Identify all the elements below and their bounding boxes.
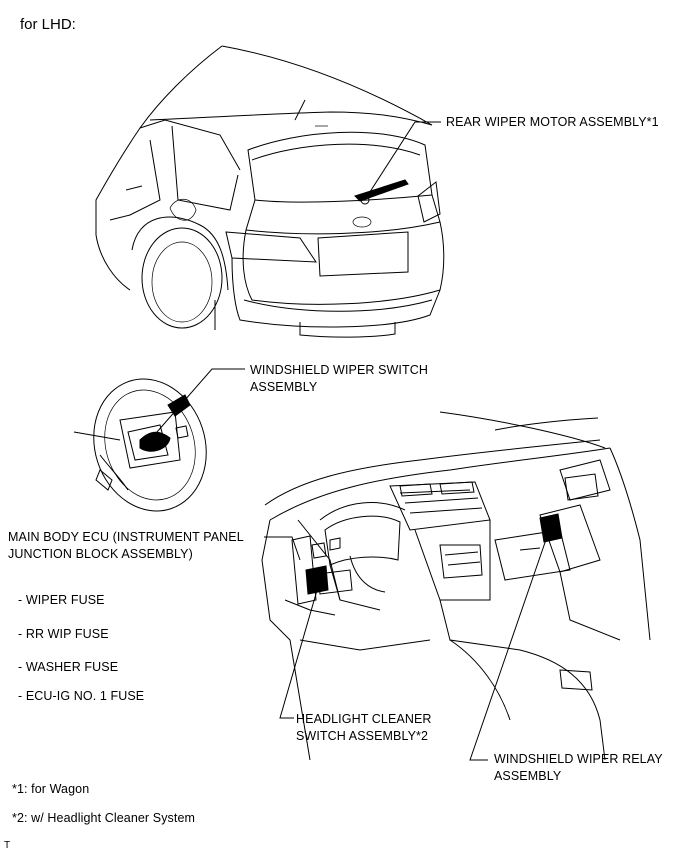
fuse-item: - WIPER FUSE [18,593,105,607]
leader-main-body-ecu [264,536,301,561]
label-windshield-wiper-switch-line1: WINDSHIELD WIPER SWITCH [250,363,428,377]
fuse-item: - RR WIP FUSE [18,627,109,641]
steering-wheel-illustration [73,378,207,512]
label-main-body-ecu-line2: JUNCTION BLOCK ASSEMBLY) [8,547,193,561]
fuse-item: - WASHER FUSE [18,660,119,674]
fuse-item: - ECU-IG NO. 1 FUSE [18,689,145,703]
leader-windshield-wiper-switch [149,368,245,441]
rear-car-illustration [95,45,445,338]
page-header: for LHD: [20,16,76,33]
leader-wiper-relay [469,527,551,761]
label-headlight-cleaner-line1: HEADLIGHT CLEANER [296,712,432,726]
footnote: *2: w/ Headlight Cleaner System [12,811,196,825]
leader-lines [149,121,551,761]
instrument-panel-illustration [261,411,651,761]
leader-rear-wiper-motor [365,121,441,199]
label-windshield-wiper-switch-line2: ASSEMBLY [250,380,318,394]
label-wiper-relay-line2: ASSEMBLY [494,769,562,783]
label-wiper-relay-line1: WINDSHIELD WIPER RELAY [494,752,663,766]
label-main-body-ecu-line1: MAIN BODY ECU (INSTRUMENT PANEL [8,530,244,544]
footnote: *1: for Wagon [12,782,90,796]
label-rear-wiper-motor: REAR WIPER MOTOR ASSEMBLY*1 [446,115,659,129]
leader-headlight-cleaner-switch [279,579,321,719]
corner-mark: T [4,840,11,851]
label-headlight-cleaner-line2: SWITCH ASSEMBLY*2 [296,729,429,743]
